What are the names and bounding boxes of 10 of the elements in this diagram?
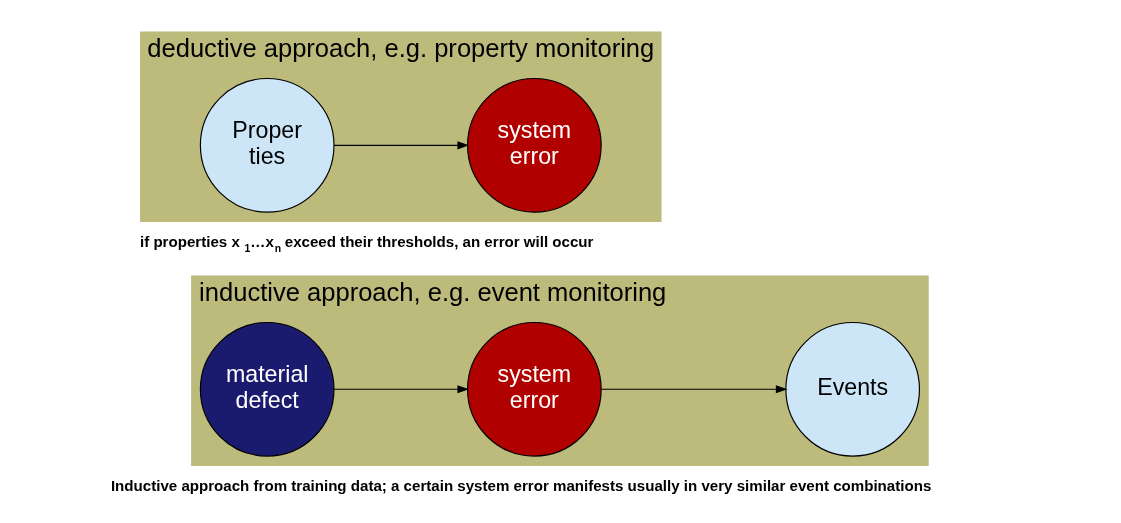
node-circle: material defect — [199, 321, 335, 457]
node-circle: system error — [467, 77, 602, 213]
node-label: Inductive approach from training data; a certain system error manifests usually in very similar event combinations — [110, 476, 932, 494]
arrow — [600, 385, 788, 394]
node-circle: Events — [785, 321, 921, 457]
arrow — [333, 141, 470, 150]
node-circle: system error — [467, 321, 602, 457]
node-label: if properties x$_{1}$…x$_{n}$ exceed their thresholds, an error will occur — [139, 232, 594, 255]
node-circle: Proper ties — [199, 77, 335, 213]
arrow — [333, 385, 470, 394]
